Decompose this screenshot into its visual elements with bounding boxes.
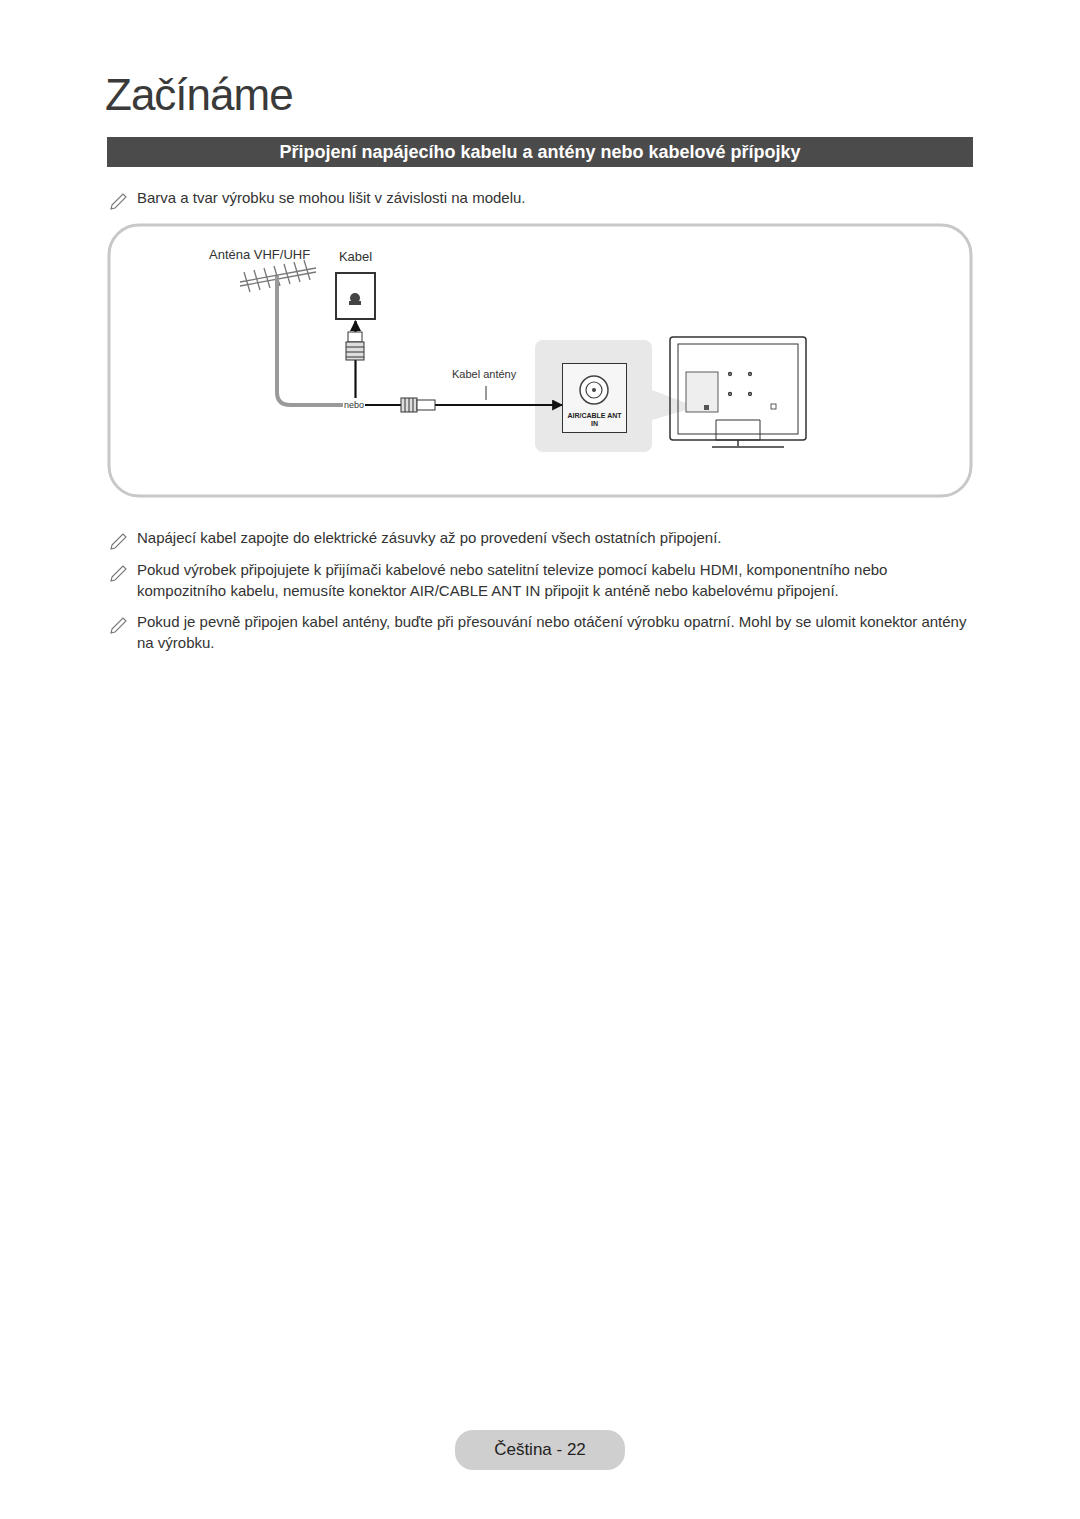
antenna-label: Anténa VHF/UHF [209,247,310,262]
port-label: AIR/CABLE ANT IN [565,412,624,428]
page-title: Začínáme [105,70,293,120]
antenna-mast [277,276,343,405]
section-header: Připojení napájecího kabelu a antény neb… [107,137,973,167]
socket-hole [350,293,360,303]
socket-hole [349,301,361,305]
port-socket [592,388,596,392]
port-ground [562,363,627,433]
note-icon [111,194,126,633]
wall-socket: Kabel [335,272,376,320]
cable-label: Kabel antény [452,368,516,380]
note-text: Barva a tvar výrobku se mohou lišit v zá… [137,188,967,208]
port-socket [586,382,602,398]
tv-back [670,337,806,447]
diagram-frame [109,225,971,496]
note-text: Napájecí kabel zapojte do elektrické zás… [137,528,967,548]
antenna-port: AIR/CABLE ANT IN [562,363,627,433]
node-heading: Kabel [339,249,372,264]
f-connector [401,398,435,412]
leader-line [486,386,487,400]
coax-plug [346,332,364,360]
note-text: Pokud je pevně připojen kabel antény, bu… [137,612,967,653]
note-text: Pokud výrobek připojujete k přijímači ka… [137,560,973,601]
or-label: nebo [343,398,365,412]
cable-connector [356,321,563,405]
zoom-wedge [652,390,686,420]
antenna-symbol [240,260,316,292]
port-socket [580,376,608,404]
page-number: Čeština - 22 [455,1430,625,1470]
port-panel [535,340,652,452]
